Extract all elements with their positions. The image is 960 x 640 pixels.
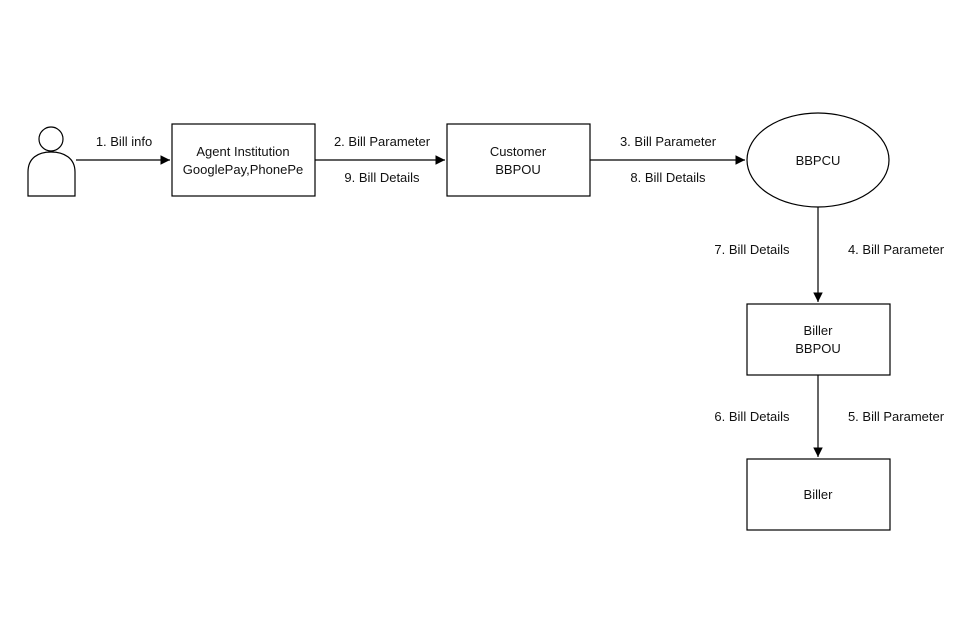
edge-label-bill-details-8: 8. Bill Details	[630, 170, 706, 185]
agent-institution-node: Agent Institution GooglePay,PhonePe	[171, 123, 316, 197]
biller-bbpou-label-line1: Biller	[804, 323, 834, 338]
edge-label-bill-info: 1. Bill info	[96, 134, 152, 149]
edge-label-bill-details-7: 7. Bill Details	[714, 242, 790, 257]
edge-label-bill-parameter-4: 4. Bill Parameter	[848, 242, 945, 257]
customer-bbpou-label-line2: BBPOU	[495, 162, 541, 177]
biller-node: Biller	[746, 458, 891, 531]
person-icon	[27, 126, 76, 197]
bbpcu-label: BBPCU	[796, 153, 841, 168]
bbpcu-node: BBPCU	[746, 112, 890, 208]
biller-bbpou-label-line2: BBPOU	[795, 341, 841, 356]
agent-institution-apps: GooglePay,PhonePe	[183, 162, 303, 177]
biller-bbpou-node: Biller BBPOU	[746, 303, 891, 376]
edge-label-bill-details-9: 9. Bill Details	[344, 170, 420, 185]
customer-bbpou-label-line1: Customer	[490, 144, 547, 159]
edge-label-bill-parameter-5: 5. Bill Parameter	[848, 409, 945, 424]
edge-label-bill-parameter-3: 3. Bill Parameter	[620, 134, 717, 149]
edge-label-bill-parameter-2: 2. Bill Parameter	[334, 134, 431, 149]
customer-bbpou-node: Customer BBPOU	[446, 123, 591, 197]
agent-institution-label: Agent Institution	[196, 144, 289, 159]
edge-label-bill-details-6: 6. Bill Details	[714, 409, 790, 424]
biller-label: Biller	[804, 487, 834, 502]
